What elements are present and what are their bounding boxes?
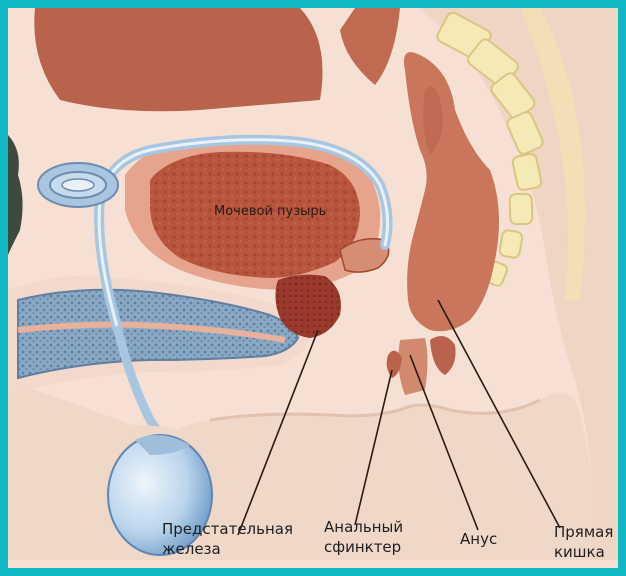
label-prostate-line2: железа <box>162 540 221 559</box>
label-sphincter-line2: сфинктер <box>324 538 401 557</box>
abdominal-organ-upper-left <box>34 8 322 111</box>
label-anus: Анус <box>460 530 497 549</box>
anatomy-illustration <box>8 8 618 568</box>
label-rectum-line2: кишка <box>554 543 605 562</box>
epididymis-coil <box>38 163 118 207</box>
label-bladder: Мочевой пузырь <box>214 202 326 221</box>
label-prostate-line1: Предстательная <box>162 520 293 539</box>
label-rectum-line1: Прямая <box>554 523 613 542</box>
anal-canal <box>398 338 427 395</box>
label-sphincter-line1: Анальный <box>324 518 403 537</box>
anatomy-diagram: Мочевой пузырь Предстательная железа Ана… <box>8 8 618 568</box>
